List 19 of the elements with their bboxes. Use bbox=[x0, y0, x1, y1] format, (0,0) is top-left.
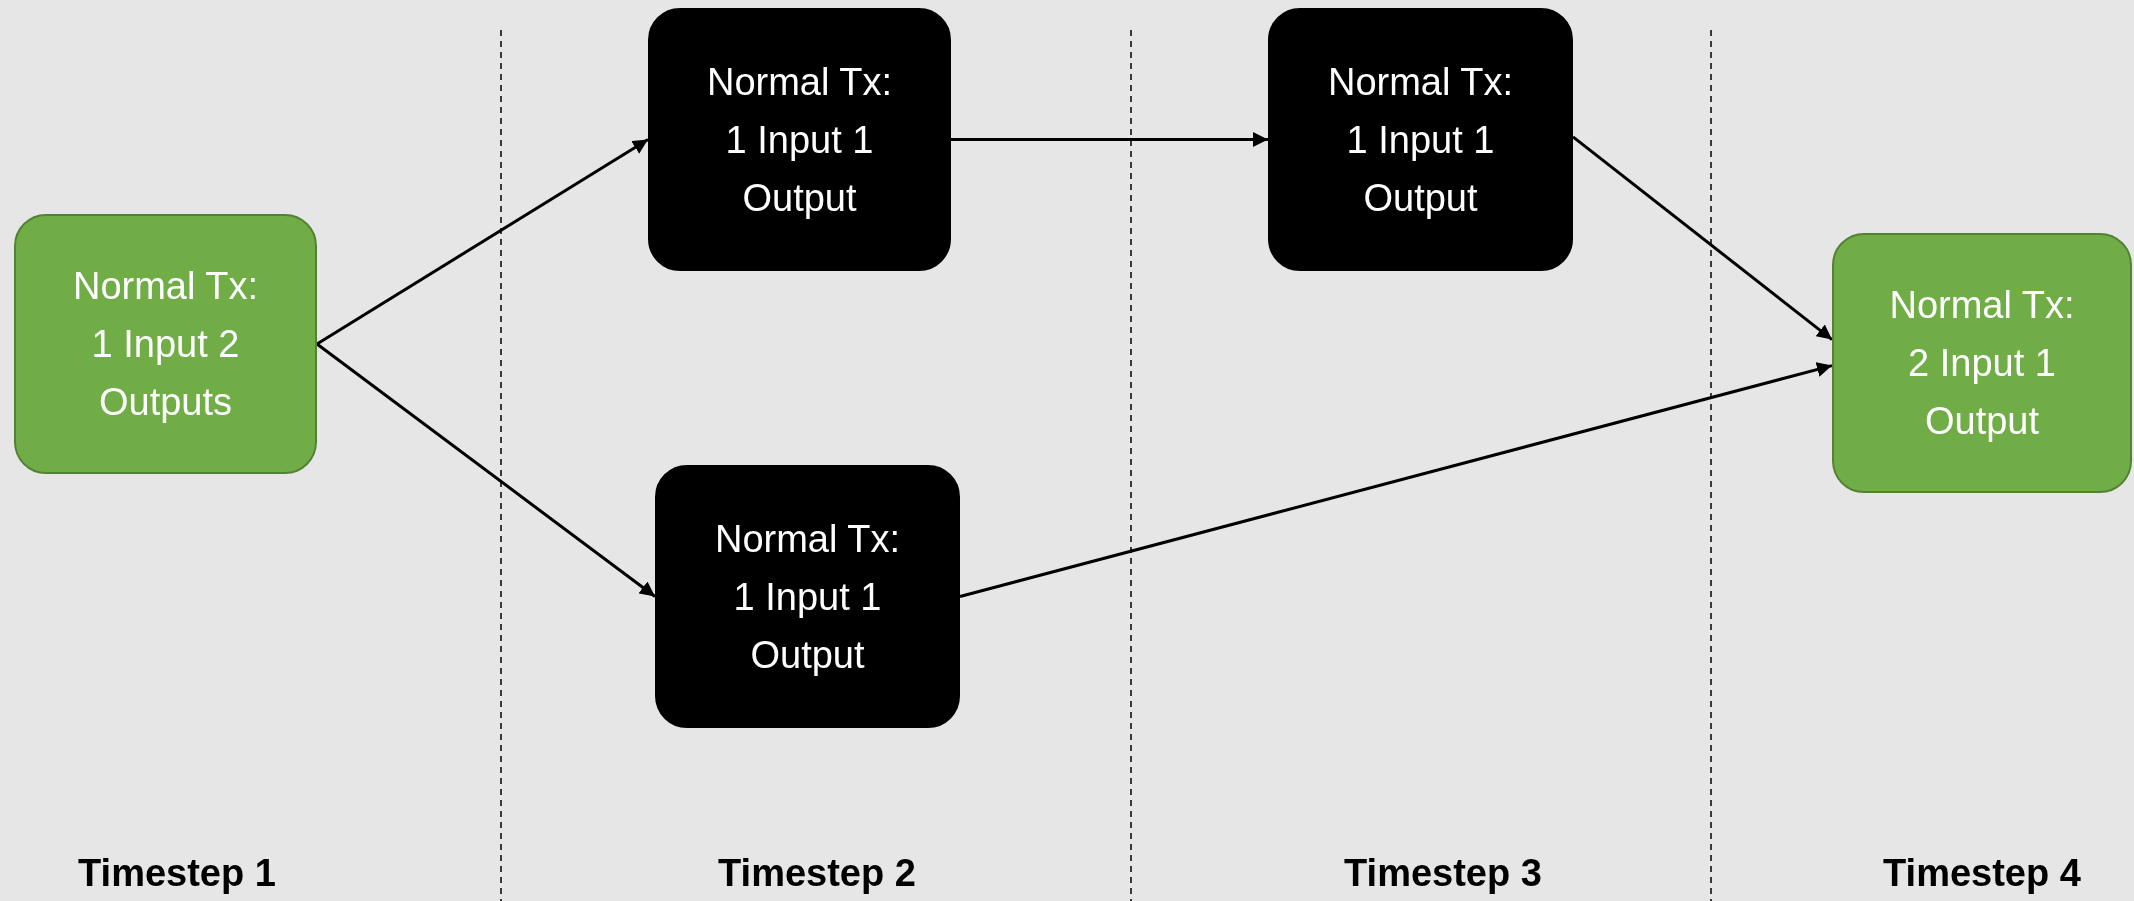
transaction-box bbox=[1832, 233, 2132, 493]
timestep-label: Timestep 1 bbox=[78, 852, 276, 895]
timestep-label: Timestep 2 bbox=[718, 852, 916, 895]
transaction-box bbox=[1268, 8, 1573, 271]
timestep-label: Timestep 3 bbox=[1344, 852, 1542, 895]
timestep-label: Timestep 4 bbox=[1883, 852, 2081, 895]
transaction-box bbox=[655, 465, 960, 728]
arrow bbox=[1572, 135, 1833, 341]
transaction-text: Normal Tx: 2 Input 1 Output bbox=[1888, 283, 2076, 444]
transaction-box bbox=[14, 214, 317, 474]
arrow bbox=[951, 132, 1268, 147]
transaction-box bbox=[648, 8, 951, 271]
transaction-text: Normal Tx: 1 Input 1 Output bbox=[1326, 59, 1515, 221]
arrow bbox=[959, 362, 1833, 598]
transaction-text: Normal Tx: 1 Input 2 Outputs bbox=[71, 264, 260, 425]
transaction-text: Normal Tx: 1 Input 1 Output bbox=[705, 59, 894, 221]
arrow bbox=[316, 342, 656, 598]
transaction-text: Normal Tx: 1 Input 1 Output bbox=[713, 516, 902, 678]
arrow bbox=[316, 138, 649, 346]
